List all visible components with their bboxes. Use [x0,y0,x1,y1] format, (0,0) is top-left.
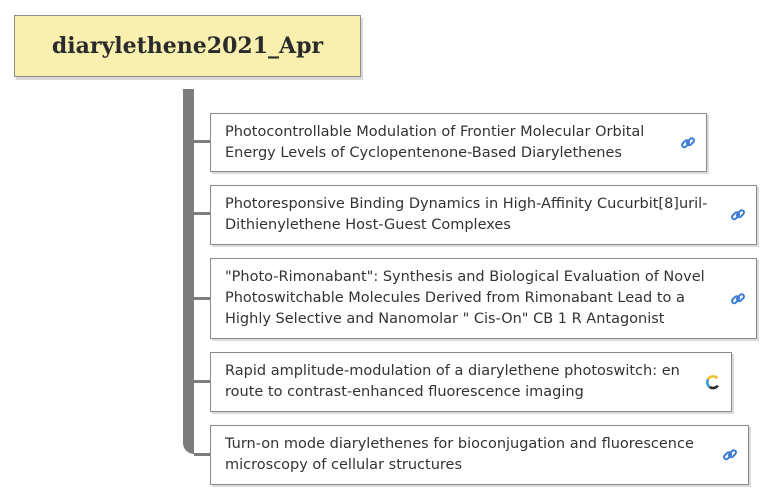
connector-branch [194,140,211,143]
connector-branch [194,212,211,215]
link-icon[interactable] [679,134,697,152]
topic-node[interactable]: Photocontrollable Modulation of Frontier… [210,113,707,172]
link-icon[interactable] [721,446,739,464]
crossref-icon[interactable] [704,373,722,391]
topic-text: Photocontrollable Modulation of Frontier… [225,124,645,161]
link-icon[interactable] [729,206,747,224]
topic-text: "Photo-Rimonabant": Synthesis and Biolog… [225,269,705,327]
connector-trunk [183,89,194,454]
topic-node[interactable]: Photoresponsive Binding Dynamics in High… [210,185,757,245]
topic-text: Photoresponsive Binding Dynamics in High… [225,196,708,233]
connector-branch [194,297,211,300]
central-topic-title: diarylethene2021_Apr [51,33,324,59]
link-icon[interactable] [729,290,747,308]
topic-text: Turn-on mode diarylethenes for bioconjug… [225,436,694,473]
connector-branch [194,380,211,383]
topic-text: Rapid amplitude-modulation of a diarylet… [225,363,680,400]
topic-node[interactable]: "Photo-Rimonabant": Synthesis and Biolog… [210,258,757,339]
topic-node[interactable]: Rapid amplitude-modulation of a diarylet… [210,352,732,412]
connector-branch [194,453,211,456]
topic-node[interactable]: Turn-on mode diarylethenes for bioconjug… [210,425,749,485]
central-topic[interactable]: diarylethene2021_Apr [14,15,361,77]
